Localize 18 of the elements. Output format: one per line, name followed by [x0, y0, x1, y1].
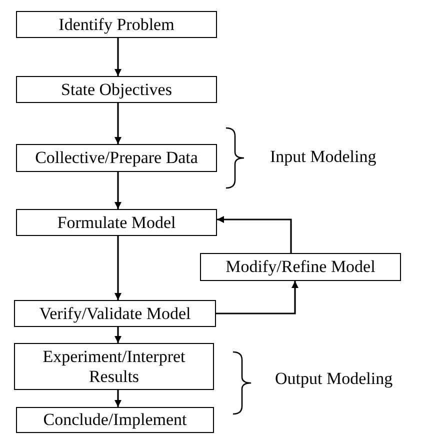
arrow: [216, 281, 298, 314]
arrow: [114, 38, 122, 76]
process-box: Formulate Model: [16, 209, 217, 236]
group-label: Output Modeling: [275, 369, 393, 389]
process-box: Experiment/Interpret Results: [14, 343, 214, 390]
process-box: Verify/Validate Model: [14, 300, 216, 327]
process-box: Modify/Refine Model: [200, 253, 401, 281]
arrow: [114, 103, 122, 144]
arrow: [217, 216, 292, 253]
arrow: [114, 390, 122, 407]
process-box: Identify Problem: [16, 11, 217, 38]
arrow: [114, 236, 122, 300]
process-box: Collective/Prepare Data: [16, 144, 217, 172]
arrow: [114, 172, 122, 209]
arrow: [114, 327, 122, 343]
process-box: State Objectives: [16, 76, 217, 103]
group-label: Input Modeling: [270, 147, 376, 167]
process-box: Conclude/Implement: [16, 407, 214, 433]
